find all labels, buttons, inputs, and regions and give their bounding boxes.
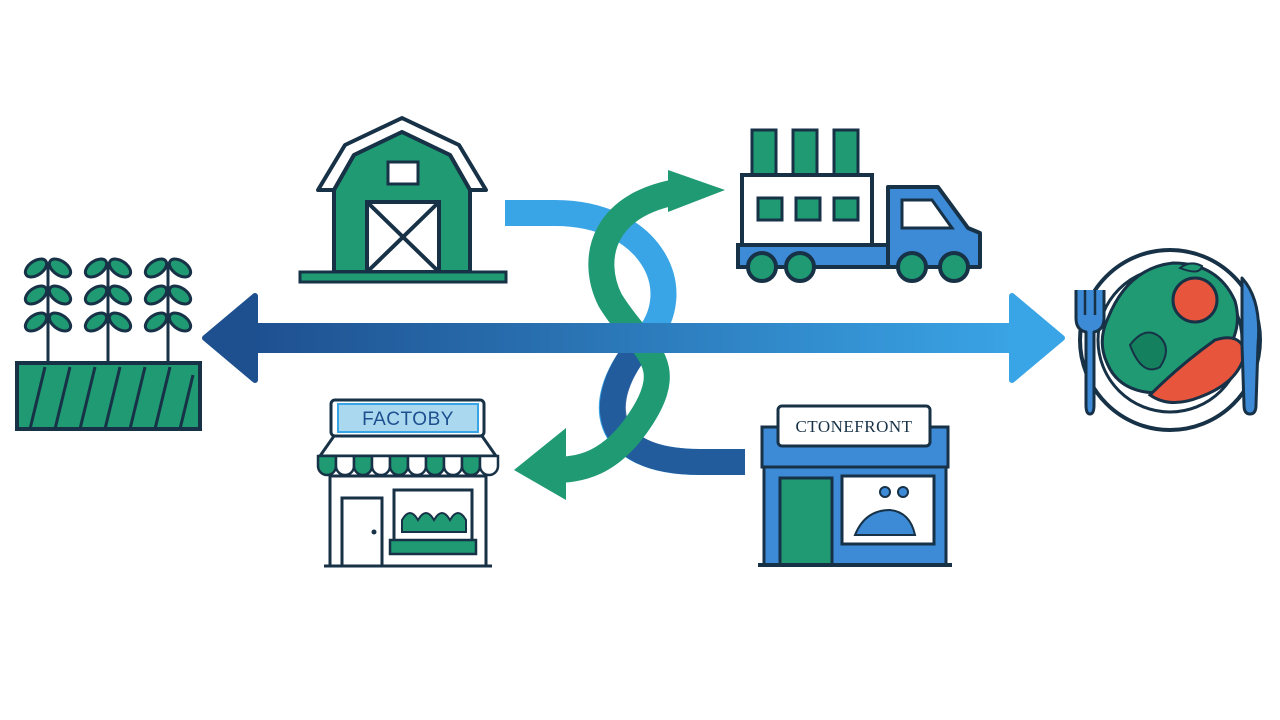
market-stall-icon: FACTOBY bbox=[316, 398, 500, 568]
knife-icon bbox=[1240, 276, 1261, 416]
fork-icon bbox=[1074, 290, 1106, 416]
storefront-icon: CTONEFRONT bbox=[758, 404, 952, 567]
double-headed-main-arrow bbox=[202, 293, 1065, 383]
green-arrow-head-upper bbox=[668, 170, 725, 212]
store-sign-text: CTONEFRONT bbox=[795, 417, 912, 436]
green-arrow-head-lower bbox=[514, 428, 566, 500]
barn-icon bbox=[298, 116, 508, 284]
delivery-truck-icon bbox=[736, 128, 982, 283]
shop-sign-text: FACTOBY bbox=[362, 409, 454, 430]
crop-field-icon bbox=[15, 257, 202, 431]
meal-plate-icon bbox=[1078, 248, 1262, 432]
